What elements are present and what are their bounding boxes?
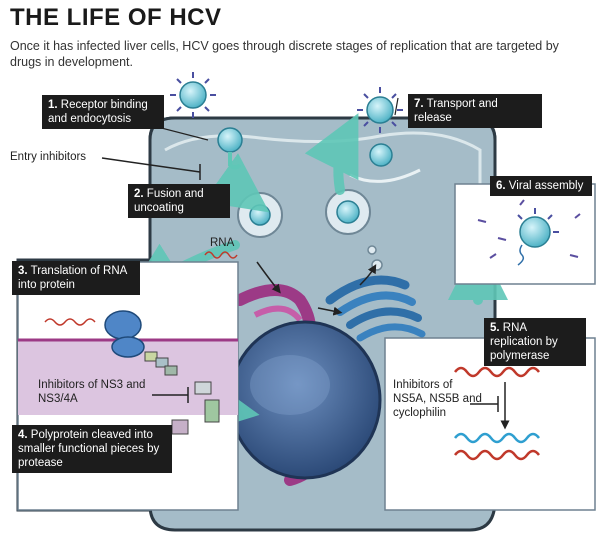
ribosome [104,310,142,340]
rna-strand [204,251,238,259]
step-text: Translation of RNA into protein [18,265,127,291]
step-number: 5. [490,322,500,334]
step-4-callout: 4. Polyprotein cleaved into smaller func… [12,425,172,473]
inhibition-bar-icon [470,396,499,412]
virus-particle-icon [517,208,559,266]
virus-particle-icon [336,200,360,224]
step-number: 2. [134,188,144,200]
polyprotein-chain [144,351,178,376]
step-number: 6. [496,180,506,192]
step-text: Receptor binding and endocytosis [48,99,148,125]
rna-strand [44,318,96,326]
step-5-callout: 5. RNA replication by polymerase [484,318,586,366]
page-subtitle: Once it has infected liver cells, HCV go… [10,39,559,69]
step-text: Polyprotein cleaved into smaller functio… [18,429,160,469]
golgi-apparatus [325,275,426,342]
step-number: 7. [414,98,424,110]
rna-strand [454,449,540,461]
protease-fragments [171,381,220,435]
step-text: Transport and release [414,98,498,124]
envelope-proteins [477,199,581,259]
replication-panel [384,337,596,511]
ns3-inhibitors-label: Inhibitors of NS3 and NS3/4A [38,379,146,405]
rna-strand [454,432,540,444]
rna-label: RNA [210,237,235,249]
virus-particle-icon [249,204,271,226]
step-text: Fusion and uncoating [134,188,204,214]
process-arrow-icon [256,261,377,316]
step-3-callout: 3. Translation of RNA into protein [12,261,140,295]
step-number: 1. [48,99,58,111]
rna-strand [454,366,540,378]
step-6-callout: 6. Viral assembly [490,176,592,196]
step-text: Viral assembly [508,180,584,192]
step-2-callout: 2. Fusion and uncoating [128,184,230,218]
entry-inhibitors-label: Entry inhibitors [10,151,87,163]
virus-particle-icon [170,72,216,118]
page-title: THE LIFE OF HCV [10,4,222,31]
step-1-callout: 1. Receptor binding and endocytosis [42,95,164,129]
inhibition-bar-icon [101,157,201,180]
virus-particle-icon [357,87,403,133]
ns5-inhibitors-label: Inhibitors of NS5A, NS5B and cyclophilin [393,379,482,419]
step-text: RNA replication by polymerase [490,322,558,362]
step-7-callout: 7. Transport and release [408,94,542,128]
inhibition-bar-icon [152,387,189,403]
step-number: 4. [18,429,28,441]
step-number: 3. [18,265,28,277]
